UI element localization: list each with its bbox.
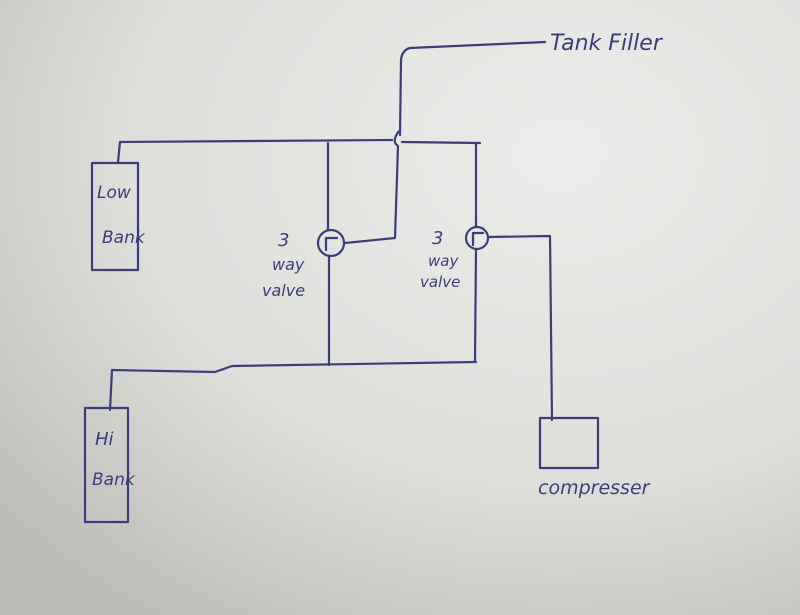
hi-bank-tank <box>83 406 130 524</box>
compressor-label: compresser <box>538 477 651 499</box>
bottom-line <box>108 360 478 412</box>
hi-bank-label-2: Bank <box>92 470 136 490</box>
low-bank-label-1: Low <box>97 183 131 203</box>
compressor-box <box>538 416 600 470</box>
valve-left-label-1: 3 <box>278 230 289 251</box>
right-vertical-line <box>473 141 478 364</box>
left-vertical-line <box>326 141 331 367</box>
valve-left-label-3: valve <box>262 281 305 300</box>
three-way-valve-left <box>316 228 346 258</box>
tank-filler-line <box>343 40 547 245</box>
top-line <box>116 138 482 164</box>
tank-filler-label: Tank Filler <box>550 31 664 56</box>
low-bank-label-2: Bank <box>102 228 146 248</box>
compressor-line <box>486 234 554 422</box>
valve-right-label-2: way <box>428 252 459 270</box>
valve-right-label-1: 3 <box>432 228 443 249</box>
valve-left-label-2: way <box>272 255 305 274</box>
low-bank-tank <box>90 161 140 272</box>
valve-right-label-3: valve <box>420 273 460 291</box>
hi-bank-label-1: Hi <box>95 429 114 450</box>
